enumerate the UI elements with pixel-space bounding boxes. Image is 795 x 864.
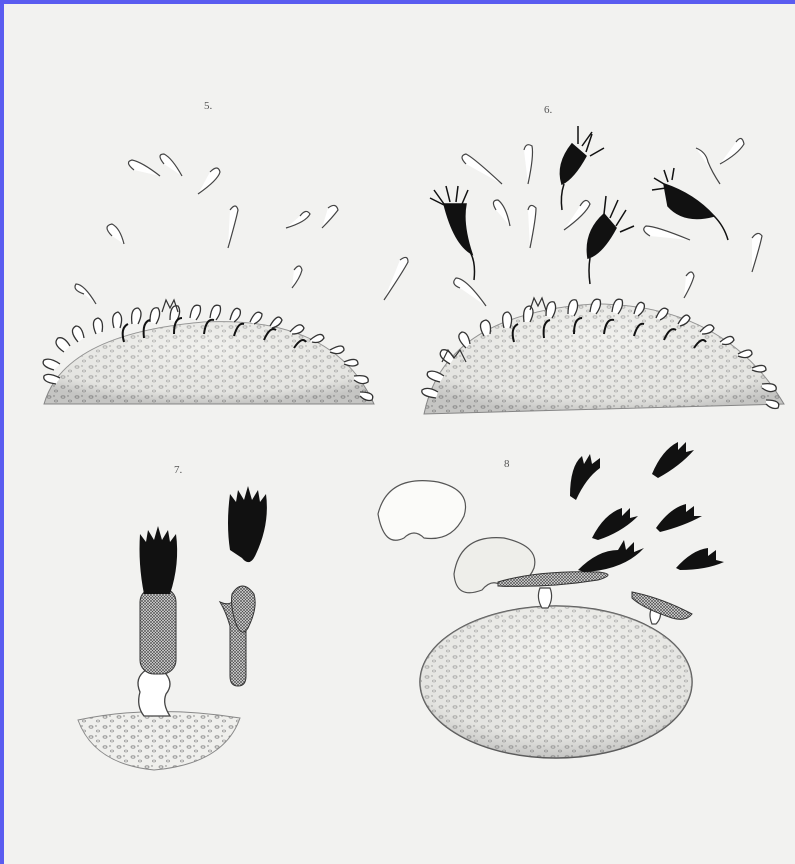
figure-8-drawing — [378, 442, 724, 758]
figure-6-drawing — [422, 126, 784, 414]
dark-zoospore — [676, 548, 724, 570]
dark-zoospore — [570, 454, 600, 500]
dark-zoospore — [656, 504, 702, 532]
dark-zoospore — [592, 508, 638, 540]
figure-7-drawing — [78, 486, 267, 770]
dark-zoospore — [587, 196, 634, 284]
dark-zoospore — [560, 126, 604, 210]
dark-zoospore — [652, 442, 694, 478]
dark-zoospore — [430, 186, 475, 280]
plate-frame: 5. 6. 7. 8 — [4, 4, 795, 864]
figure-5-drawing — [43, 154, 408, 404]
botanical-plate-illustration — [4, 4, 795, 864]
